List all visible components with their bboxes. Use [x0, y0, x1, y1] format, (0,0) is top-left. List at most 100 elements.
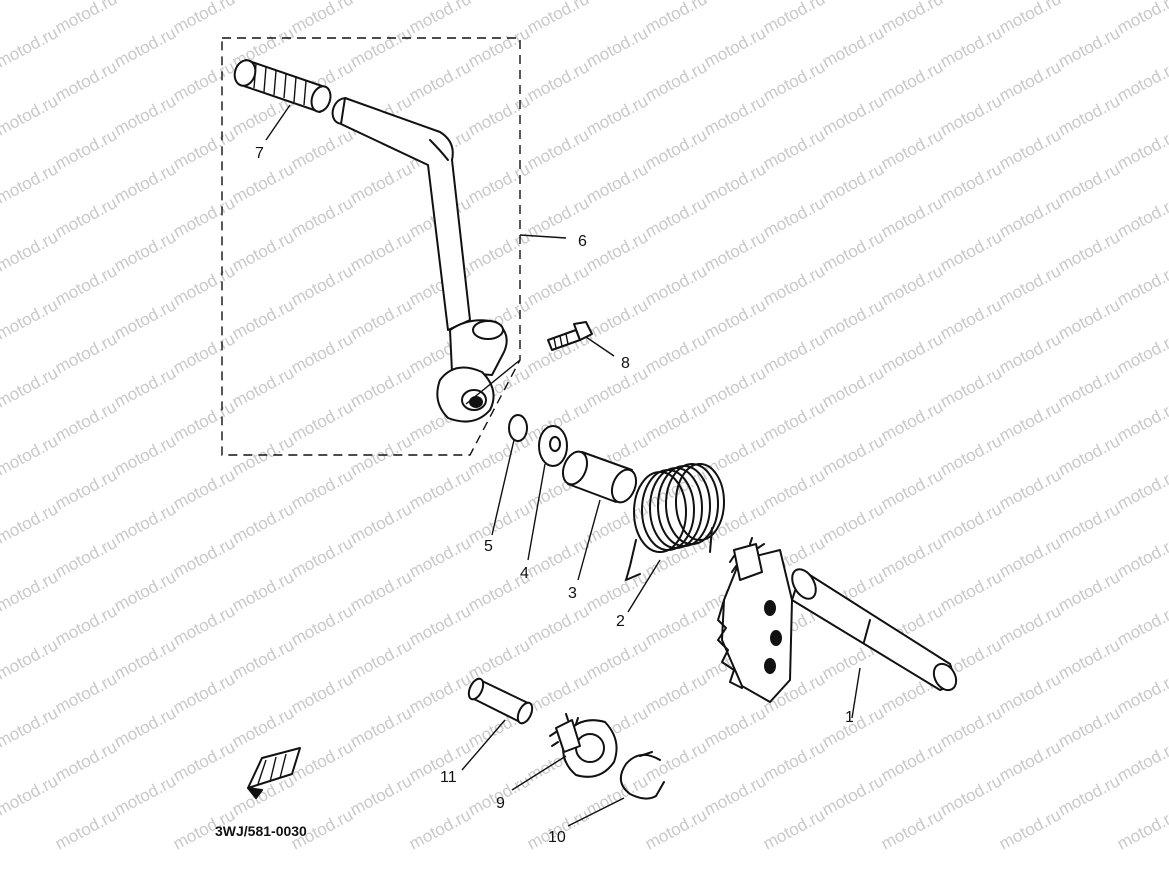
- watermark-text: motod.ru: [819, 91, 887, 139]
- watermark-text: motod.ru: [52, 0, 120, 38]
- watermark-text: motod.ru: [996, 397, 1064, 445]
- watermark-text: motod.ru: [288, 193, 356, 241]
- kick-crank-bolt: [547, 321, 593, 351]
- watermark-text: motod.ru: [170, 397, 238, 445]
- watermark-text: motod.ru: [170, 601, 238, 649]
- watermark-text: motod.ru: [229, 159, 297, 207]
- watermark-text: motod.ru: [996, 737, 1064, 785]
- watermark-text: motod.ru: [937, 295, 1005, 343]
- watermark-text: motod.ru: [524, 0, 592, 38]
- torsion-spring: [625, 463, 725, 581]
- watermark-text: motod.ru: [229, 227, 297, 275]
- watermark-text: motod.ru: [642, 601, 710, 649]
- watermark-text: motod.ru: [347, 227, 415, 275]
- watermark-text: motod.ru: [701, 295, 769, 343]
- watermark-text: motod.ru: [642, 261, 710, 309]
- leader-lines: [265, 104, 861, 827]
- watermark-text: motod.ru: [52, 397, 120, 445]
- watermark-text: motod.ru: [878, 57, 946, 105]
- watermark-text: motod.ru: [1055, 23, 1123, 71]
- watermark-text: motod.ru: [996, 669, 1064, 717]
- watermark-text: motod.ru: [170, 0, 238, 38]
- watermark-text: motod.ru: [642, 397, 710, 445]
- watermark-text: motod.ru: [1114, 57, 1169, 105]
- watermark-text: motod.ru: [111, 567, 179, 615]
- watermark-text: motod.ru: [701, 431, 769, 479]
- watermark-text: motod.ru: [1055, 0, 1123, 4]
- watermark-text: motod.ru: [1114, 193, 1169, 241]
- watermark-text: motod.ru: [583, 635, 651, 683]
- watermark-text: motod.ru: [111, 431, 179, 479]
- watermark-text: motod.ru: [52, 805, 120, 853]
- watermark-text: motod.ru: [0, 227, 61, 275]
- watermark-text: motod.ru: [819, 295, 887, 343]
- watermark-text: motod.ru: [819, 499, 887, 547]
- watermark-text: motod.ru: [1114, 601, 1169, 649]
- watermark-text: motod.ru: [170, 57, 238, 105]
- watermark-text: motod.ru: [1114, 805, 1169, 853]
- callout-11: 11: [440, 769, 457, 786]
- watermark-text: motod.ru: [288, 465, 356, 513]
- watermark-text: motod.ru: [465, 0, 533, 4]
- watermark-text: motod.ru: [1055, 499, 1123, 547]
- watermark-text: motod.ru: [819, 771, 887, 819]
- watermark-text: motod.ru: [760, 737, 828, 785]
- watermark-text: motod.ru: [583, 295, 651, 343]
- watermark-text: motod.ru: [0, 703, 61, 751]
- watermark-text: motod.ru: [878, 0, 946, 38]
- watermark-text: motod.ru: [701, 703, 769, 751]
- watermark-text: motod.ru: [347, 295, 415, 343]
- watermark-text: motod.ru: [1114, 465, 1169, 513]
- watermark-text: motod.ru: [760, 57, 828, 105]
- watermark-text: motod.ru: [819, 23, 887, 71]
- watermark-text: motod.ru: [288, 0, 356, 38]
- watermark-text: motod.ru: [878, 465, 946, 513]
- callout-10: 10: [548, 829, 566, 846]
- watermark-text: motod.ru: [760, 193, 828, 241]
- watermark-text: motod.ru: [878, 737, 946, 785]
- watermark-text: motod.ru: [760, 805, 828, 853]
- watermark-text: motod.ru: [937, 0, 1005, 4]
- watermark-text: motod.ru: [1055, 635, 1123, 683]
- watermark-text: motod.ru: [878, 805, 946, 853]
- watermark-text: motod.ru: [937, 771, 1005, 819]
- watermark-text: motod.ru: [406, 601, 474, 649]
- watermark-text: motod.ru: [347, 23, 415, 71]
- watermark-text: motod.ru: [878, 125, 946, 173]
- watermark-text: motod.ru: [170, 193, 238, 241]
- watermark-text: motod.ru: [465, 23, 533, 71]
- watermark-text: motod.ru: [524, 261, 592, 309]
- watermark-text: motod.ru: [347, 499, 415, 547]
- kick-crank-assembly: [331, 97, 508, 423]
- watermark-text: motod.ru: [229, 635, 297, 683]
- watermark-text: motod.ru: [583, 91, 651, 139]
- watermark-text: motod.ru: [1055, 159, 1123, 207]
- watermark-text: motod.ru: [0, 431, 61, 479]
- watermark-text: motod.ru: [406, 0, 474, 38]
- watermark-text: motod.ru: [819, 227, 887, 275]
- watermark-text: motod.ru: [701, 771, 769, 819]
- callout-1: 1: [845, 709, 854, 726]
- watermark-text: motod.ru: [760, 261, 828, 309]
- watermark-text: motod.ru: [878, 397, 946, 445]
- watermark-text: motod.ru: [1055, 91, 1123, 139]
- watermark-text: motod.ru: [583, 159, 651, 207]
- watermark-text: motod.ru: [52, 737, 120, 785]
- watermark-text: motod.ru: [52, 193, 120, 241]
- watermark-text: motod.ru: [524, 57, 592, 105]
- watermark-text: motod.ru: [1055, 363, 1123, 411]
- watermark-text: motod.ru: [878, 533, 946, 581]
- watermark-text: motod.ru: [111, 771, 179, 819]
- watermark-text: motod.ru: [937, 499, 1005, 547]
- watermark-text: motod.ru: [642, 125, 710, 173]
- watermark-text: motod.ru: [996, 193, 1064, 241]
- watermark-text: motod.ru: [701, 363, 769, 411]
- watermark-text: motod.ru: [878, 193, 946, 241]
- watermark-text: motod.ru: [52, 669, 120, 717]
- watermark-text: motod.ru: [52, 329, 120, 377]
- watermark-text: motod.ru: [465, 635, 533, 683]
- watermark-text: motod.ru: [1114, 669, 1169, 717]
- callout-2: 2: [616, 613, 625, 630]
- callout-6: 6: [578, 233, 587, 250]
